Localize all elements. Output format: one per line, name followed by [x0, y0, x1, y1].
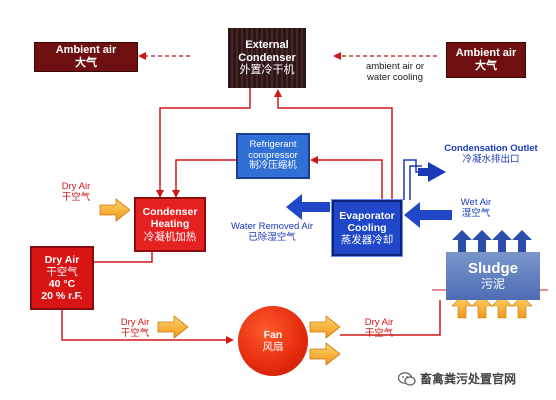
- dry-air-left-zh: 干空气: [120, 327, 150, 339]
- external-condenser-zh: 外置冷干机: [239, 64, 295, 77]
- water-removed-arrow: [286, 194, 330, 220]
- compressor-to-heating-line: [172, 159, 236, 198]
- external-condenser-line2: Condenser: [238, 51, 296, 64]
- fan-zh: 风扇: [262, 341, 284, 353]
- condensation-outlet-label: Condensation Outlet 冷凝水排出口: [436, 143, 546, 166]
- dry-air-top-label: Dry Air 干空气: [52, 181, 100, 204]
- compressor-zh: 制冷压缩机: [249, 160, 297, 172]
- dry-air-box-line4: 20 % r.F.: [41, 290, 83, 303]
- external-condenser: External Condenser 外置冷干机: [228, 28, 306, 88]
- compressor-line2: compressor: [248, 149, 298, 161]
- condenser-heating-zh: 冷凝机加热: [143, 230, 197, 243]
- ambient-or-water-label: ambient air or water cooling: [350, 61, 440, 84]
- evaporator-to-compressor-line: [310, 156, 383, 200]
- ext-condenser-to-heating-line: [156, 88, 251, 198]
- ambient-air-left-en: Ambient air: [55, 44, 117, 57]
- dry-air-left-arrow: [157, 315, 189, 339]
- dry-air-box: Dry Air 干空气 40 °C 20 % r.F.: [30, 246, 94, 310]
- water-removed-en: Water Removed Air: [230, 221, 313, 232]
- wechat-icon: [398, 371, 416, 386]
- fan-circle: Fan 风扇: [238, 306, 308, 376]
- watermark-text: 畜禽粪污处置官网: [420, 372, 517, 386]
- dry-air-top-en: Dry Air: [61, 181, 91, 192]
- fan-en: Fan: [263, 328, 283, 341]
- refrigerant-compressor: Refrigerant compressor 制冷压缩机: [236, 133, 310, 179]
- ambient-air-left-zh: 大气: [75, 57, 97, 69]
- external-condenser-line1: External: [245, 39, 289, 52]
- dry-air-box-line1: Dry Air: [44, 253, 80, 266]
- wet-air-en: Wet Air: [460, 197, 492, 208]
- condenser-heating-line1: Condenser: [142, 206, 198, 219]
- evaporator-zh: 蒸发器冷却: [340, 234, 394, 247]
- dry-air-left-label: Dry Air 干空气: [112, 317, 158, 340]
- condensation-outlet-zh: 冷凝水排出口: [462, 153, 520, 165]
- dry-air-to-fan-line: [61, 310, 234, 344]
- dry-air-top-zh: 干空气: [61, 191, 91, 203]
- evaporator-cooling: Evaporator Cooling 蒸发器冷却: [331, 199, 403, 257]
- condensation-outlet-arrow: [403, 159, 446, 200]
- ambient-air-right: Ambient air 大气: [446, 42, 526, 78]
- ambient-or-water-line1: ambient air or: [365, 61, 425, 72]
- water-removed-label: Water Removed Air 已除湿空气: [222, 221, 322, 244]
- evaporator-line2: Cooling: [347, 221, 387, 234]
- compressor-line1: Refrigerant: [249, 138, 297, 150]
- ambient-or-water-line2: water cooling: [367, 71, 423, 83]
- evaporator-line1: Evaporator: [339, 209, 395, 222]
- dry-air-box-line3: 40 °C: [48, 278, 76, 290]
- evaporator-to-ext-condenser-line: [274, 89, 393, 200]
- dry-air-left-en: Dry Air: [120, 317, 150, 328]
- condenser-heating: Condenser Heating 冷凝机加热: [134, 197, 206, 252]
- dry-air-top-arrow: [99, 198, 131, 222]
- fan-to-sludge-line: [340, 300, 441, 336]
- sludge-top-arrows: [452, 230, 532, 252]
- sludge-bottom-arrows: [451, 295, 533, 319]
- ambient-air-right-en: Ambient air: [455, 47, 517, 60]
- dry-air-right-en: Dry Air: [364, 317, 394, 328]
- wet-air-arrow: [404, 202, 452, 228]
- sludge-box: Sludge 污泥: [446, 252, 540, 300]
- wet-air-zh: 湿空气: [461, 207, 491, 219]
- fan-output-arrows: [309, 315, 341, 366]
- watermark: 畜禽粪污处置官网: [398, 370, 516, 387]
- dry-air-box-line2: 干空气: [46, 265, 78, 278]
- condenser-heating-line2: Heating: [150, 218, 190, 231]
- condensation-outlet-en: Condensation Outlet: [444, 143, 538, 154]
- dry-air-right-zh: 干空气: [364, 327, 394, 339]
- water-removed-zh: 已除湿空气: [248, 231, 296, 243]
- sludge-zh: 污泥: [480, 276, 505, 291]
- ambient-air-left: Ambient air 大气: [34, 42, 138, 72]
- ambient-air-right-zh: 大气: [475, 60, 497, 72]
- wet-air-label: Wet Air 湿空气: [454, 197, 498, 220]
- sludge-en: Sludge: [467, 260, 518, 278]
- dry-air-right-label: Dry Air 干空气: [356, 317, 402, 340]
